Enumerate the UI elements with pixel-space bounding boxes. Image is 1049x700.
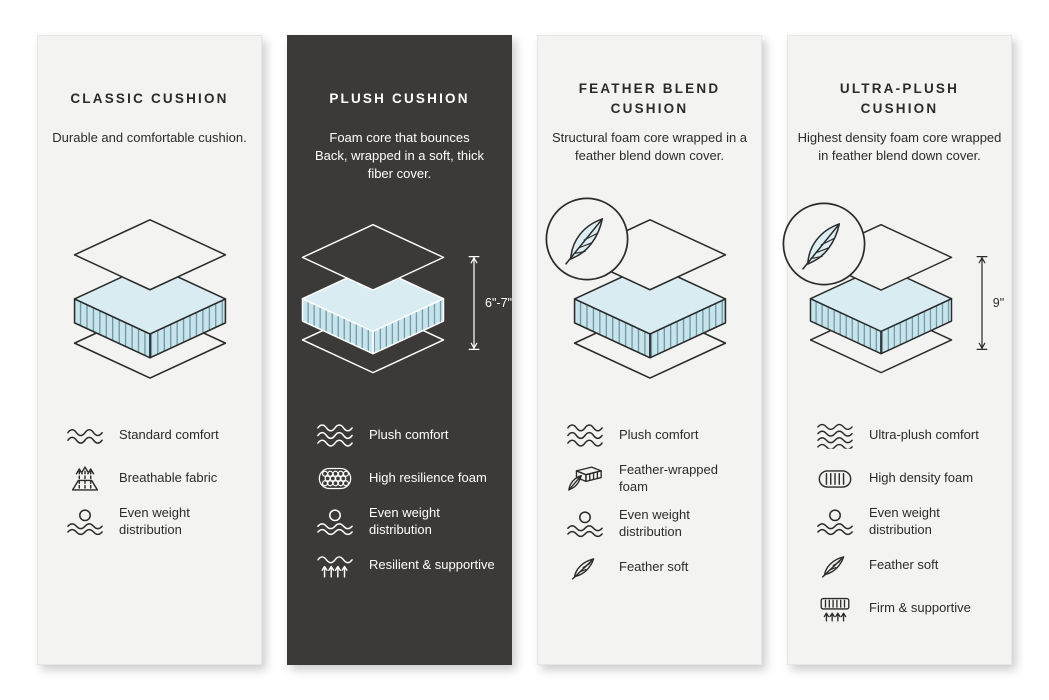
feature-label: Plush comfort: [369, 426, 449, 442]
layered-cushion-icon: [287, 223, 459, 382]
feature-label: Resilient & supportive: [369, 557, 495, 573]
feature-row: Even weight distribution: [816, 505, 1001, 539]
feature-label: Even weight distribution: [869, 505, 940, 537]
card-ultra-plush-cushion: ULTRA-PLUSH CUSHION Highest density foam…: [787, 35, 1012, 665]
feature-row: Even weight distribution: [316, 505, 501, 539]
card-title: CLASSIC CUSHION: [70, 90, 229, 106]
feature-label: Standard comfort: [119, 426, 219, 442]
feature-row: Plush comfort: [566, 419, 751, 451]
feature-list: Standard comfort Breathable fabric Even …: [38, 409, 261, 550]
feather-icon: [816, 551, 854, 580]
even-weight-icon: [316, 507, 354, 536]
feature-label: Firm & supportive: [869, 600, 971, 616]
even-weight-icon: [816, 507, 854, 536]
card-description: Highest density foam core wrapped in fea…: [797, 130, 1002, 164]
feature-label: High resilience foam: [369, 469, 487, 485]
feature-row: Plush comfort: [316, 419, 501, 451]
height-label: 6"-7": [485, 296, 512, 310]
feature-list: Plush comfort Feather-wrapped foam Even …: [538, 409, 761, 595]
feature-label: Ultra-plush comfort: [869, 426, 979, 442]
feature-row: Breathable fabric: [66, 462, 251, 494]
breathable-icon: [66, 464, 104, 493]
feature-label: Feather soft: [619, 559, 689, 575]
honeycomb-icon: [316, 464, 354, 493]
cushion-illustration: [538, 197, 761, 409]
cushion-illustration: 9": [788, 197, 1011, 409]
firm-icon: [816, 594, 854, 623]
feature-row: Feather-wrapped foam: [566, 462, 751, 496]
layered-cushion-icon: [58, 218, 242, 388]
waves-3-icon: [566, 421, 604, 450]
even-weight-icon: [66, 507, 104, 536]
feather-badge-icon: [781, 201, 867, 287]
cushion-illustration: [38, 197, 261, 409]
measure-line-icon: [467, 252, 481, 354]
card-description: Structural foam core wrapped in a feathe…: [551, 130, 748, 164]
feature-row: Firm & supportive: [816, 593, 1001, 625]
feature-label: Feather soft: [869, 557, 939, 573]
height-measure: 9": [975, 252, 1004, 354]
measure-line-icon: [975, 252, 989, 354]
waves-2-icon: [66, 421, 104, 450]
feather-foam-icon: [566, 464, 604, 493]
springs-icon: [316, 551, 354, 580]
waves-3-icon: [316, 421, 354, 450]
card-title: PLUSH CUSHION: [329, 90, 470, 106]
feature-row: Feather soft: [566, 552, 751, 584]
feature-row: Even weight distribution: [566, 507, 751, 541]
card-plush-cushion: PLUSH CUSHION Foam core that bounces Bac…: [287, 35, 512, 665]
waves-4-icon: [816, 421, 854, 450]
feature-row: Resilient & supportive: [316, 550, 501, 582]
card-classic-cushion: CLASSIC CUSHION Durable and comfortable …: [37, 35, 262, 665]
hd-foam-icon: [816, 464, 854, 493]
height-label: 9": [992, 296, 1005, 310]
feature-label: Plush comfort: [619, 426, 699, 442]
feature-label: Feather-wrapped foam: [619, 462, 718, 494]
card-description: Foam core that bounces Back, wrapped in …: [314, 130, 485, 182]
feature-label: Even weight distribution: [619, 506, 690, 539]
feature-row: Even weight distribution: [66, 505, 251, 539]
feather-icon: [566, 553, 604, 582]
feature-row: Ultra-plush comfort: [816, 419, 1001, 451]
cushion-illustration: 6"-7": [287, 197, 512, 409]
card-feather-blend-cushion: FEATHER BLEND CUSHION Structural foam co…: [537, 35, 762, 665]
card-description: Durable and comfortable cushion.: [52, 130, 247, 145]
feather-badge-icon: [544, 196, 630, 282]
feature-label: Even weight distribution: [369, 505, 440, 537]
feature-row: Feather soft: [816, 550, 1001, 582]
feature-label: Even weight distribution: [119, 505, 190, 537]
card-title: FEATHER BLEND CUSHION: [578, 80, 721, 116]
feature-list: Plush comfort High resilience foam Even …: [288, 409, 511, 593]
feature-list: Ultra-plush comfort High density foam Ev…: [788, 409, 1011, 636]
feature-label: High density foam: [869, 469, 974, 485]
height-measure: 6"-7": [467, 252, 512, 354]
feature-row: High density foam: [816, 462, 1001, 494]
even-weight-icon: [566, 509, 604, 538]
card-title: ULTRA-PLUSH CUSHION: [839, 80, 960, 116]
feature-row: High resilience foam: [316, 462, 501, 494]
feature-label: Breathable fabric: [119, 469, 218, 485]
feature-row: Standard comfort: [66, 419, 251, 451]
